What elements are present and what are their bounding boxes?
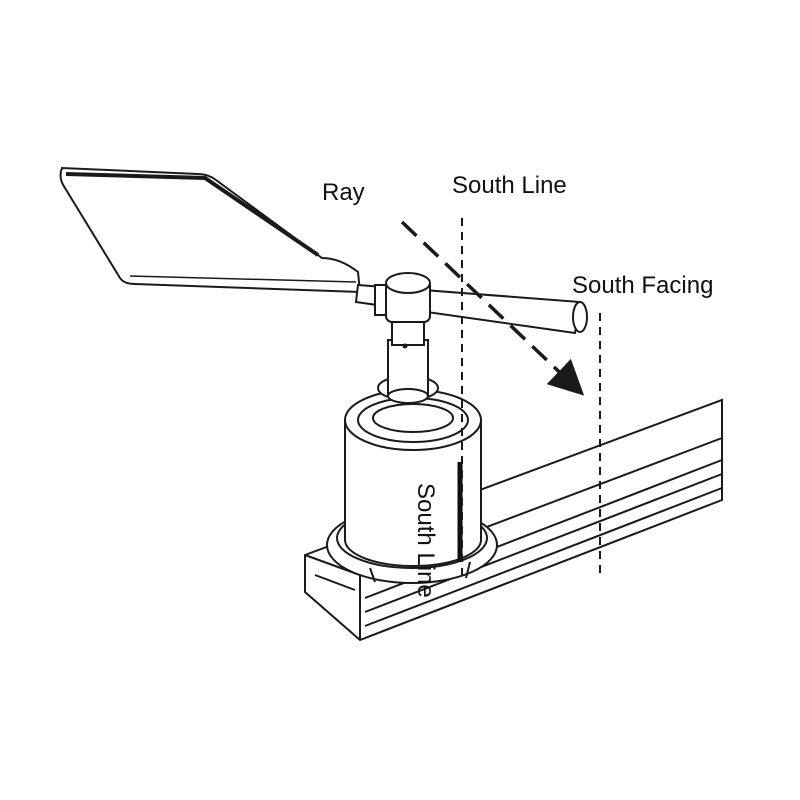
vane-top-cap [385, 272, 431, 323]
south-line-label: South Line [452, 172, 567, 199]
vane-body-cylinder [344, 389, 482, 567]
south-facing-label: South Facing [572, 272, 713, 299]
ray-arrow [400, 220, 585, 396]
ray-label: Ray [322, 179, 365, 206]
south-line-vertical-label: South Line [412, 483, 439, 598]
vane-tail-fin [59, 166, 362, 294]
